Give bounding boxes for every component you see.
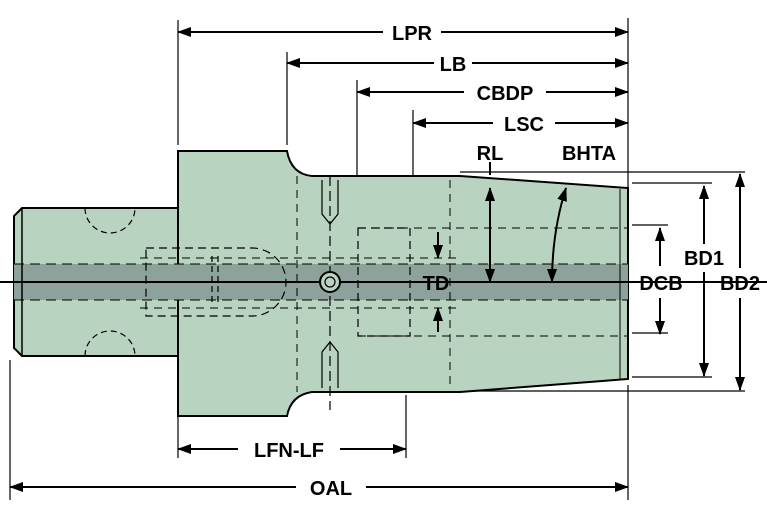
label-oal: OAL	[310, 478, 352, 500]
label-td: TD	[423, 273, 450, 295]
label-dcb: DCB	[639, 273, 682, 295]
holder-body	[0, 150, 767, 417]
label-rl: RL	[477, 143, 504, 165]
label-lpr: LPR	[392, 23, 433, 45]
extension-lines	[9, 18, 745, 500]
side-screw	[319, 271, 341, 293]
label-bd2: BD2	[720, 273, 760, 295]
dimension-lines	[9, 27, 745, 492]
label-cbdp: CBDP	[477, 83, 534, 105]
dimension-labels: LPR LB CBDP LSC RL BHTA TD DCB BD1 BD2 L…	[254, 23, 760, 500]
label-lfn-lf: LFN-LF	[254, 440, 324, 462]
label-bhta: BHTA	[562, 143, 616, 165]
label-bd1: BD1	[684, 248, 724, 270]
label-lsc: LSC	[504, 114, 544, 136]
label-lb: LB	[440, 54, 467, 76]
